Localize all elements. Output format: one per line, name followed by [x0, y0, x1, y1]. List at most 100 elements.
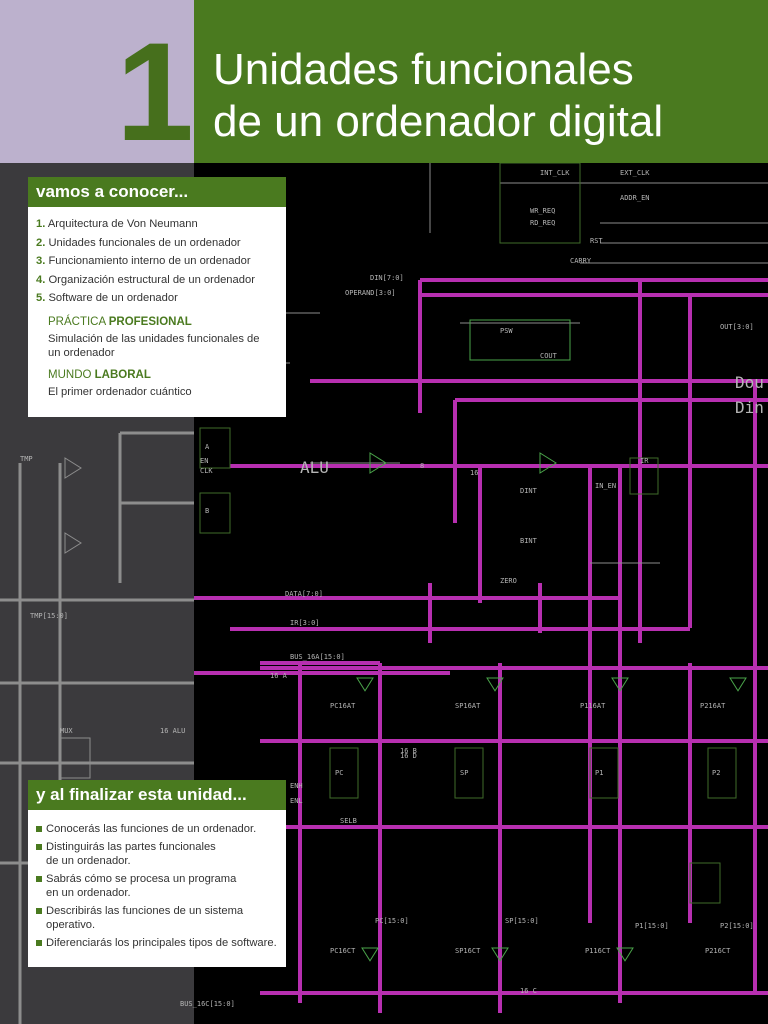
objectives-panel: vamos a conocer... 1. Arquitectura de Vo…	[28, 177, 286, 417]
circuit-label: Din	[735, 398, 764, 417]
buffer-gate-icon	[356, 677, 374, 692]
circuit-label: 16 A	[270, 672, 288, 680]
circuit-label: B	[205, 507, 209, 515]
circuit-label: TMP	[20, 455, 33, 463]
circuit-label: RD_REQ	[530, 219, 555, 227]
chapter-title-line-1: Unidades funcionales	[213, 45, 634, 94]
buffer-gate-icon	[361, 947, 379, 962]
objectives-heading: vamos a conocer...	[28, 177, 286, 207]
circuit-block	[629, 457, 659, 495]
header-band-right	[194, 0, 768, 163]
header-band-left	[0, 0, 194, 163]
circuit-label: PC[15:0]	[375, 917, 409, 925]
circuit-label: SP[15:0]	[505, 917, 539, 925]
circuit-block	[199, 492, 231, 534]
buffer-gate-icon	[611, 677, 629, 692]
work-title: MUNDO LABORAL	[48, 368, 286, 382]
circuit-label: IR[3:0]	[290, 619, 320, 627]
circuit-block	[454, 747, 484, 799]
buffer-gate-icon	[369, 452, 387, 474]
circuit-block	[589, 747, 619, 799]
circuit-label: 16	[470, 469, 478, 477]
circuit-label: BINT	[520, 537, 538, 545]
circuit-label: PSW	[500, 327, 513, 335]
circuit-label: P216AT	[700, 702, 726, 710]
item-number: 3.	[36, 255, 46, 267]
circuit-block	[707, 747, 737, 799]
circuit-label: DATA[7:0]	[285, 590, 323, 598]
circuit-block	[689, 862, 721, 904]
practice-prefix: PRÁCTICA	[48, 315, 106, 328]
circuit-label: ZERO	[500, 577, 517, 585]
list-item: 3. Funcionamiento interno de un ordenado…	[36, 252, 286, 271]
item-text: Organización estructural de un ordenador	[48, 273, 255, 286]
circuit-label: P1	[595, 769, 603, 777]
buffer-gate-icon	[64, 457, 82, 479]
circuit-label: 16 D	[400, 752, 417, 760]
circuit-label: EXT_CLK	[620, 169, 650, 177]
chapter-title-line-2: de un ordenador digital	[213, 97, 664, 146]
circuit-block	[499, 163, 581, 244]
bullet-square-icon	[36, 907, 42, 914]
circuit-label: BUS_16A[15:0]	[290, 653, 345, 661]
circuit-label: CARRY	[570, 257, 592, 265]
item-text: Conocerás las funciones de un ordenador.	[46, 823, 257, 835]
list-item: Conocerás las funciones de un ordenador.	[36, 822, 286, 837]
work-text: El primer ordenador cuántico	[48, 385, 192, 398]
circuit-label: P116CT	[585, 947, 611, 955]
item-number: 1.	[36, 218, 46, 230]
circuit-block	[329, 747, 359, 799]
item-text: Funcionamiento interno de un ordenador	[48, 255, 251, 267]
circuit-label: P2[15:0]	[720, 922, 754, 930]
item-number: 4.	[36, 273, 46, 286]
bullet-square-icon	[36, 875, 42, 882]
item-text: Diferenciarás los principales tipos de s…	[46, 936, 277, 949]
circuit-block	[59, 737, 91, 779]
practice-bold: PROFESIONAL	[108, 315, 192, 328]
buffer-gate-icon	[539, 452, 557, 474]
circuit-label: P2	[712, 769, 720, 777]
item-text: Describirás las funciones de un sistema …	[46, 904, 244, 932]
circuit-label: ENL	[290, 797, 303, 805]
buffer-gate-icon	[729, 677, 747, 692]
circuit-label: MUX	[60, 727, 73, 735]
circuit-label: ALU	[300, 458, 329, 477]
circuit-label: DINT	[520, 487, 538, 495]
buffer-gate-icon	[491, 947, 509, 962]
circuit-label: SP16AT	[455, 702, 481, 710]
circuit-label: 8	[420, 462, 424, 470]
item-number: 5.	[36, 292, 46, 304]
circuit-label: COUT	[540, 352, 558, 360]
circuit-label: 16 B	[400, 747, 417, 755]
circuit-label: P116AT	[580, 702, 606, 710]
list-item: 4. Organización estructural de un ordena…	[36, 271, 286, 290]
circuit-label: P1[15:0]	[635, 922, 669, 930]
circuit-label: WR_REQ	[530, 207, 555, 215]
circuit-label: ADDR_EN	[620, 194, 650, 202]
circuit-label: Dou	[735, 373, 764, 392]
circuit-label: EN	[200, 457, 208, 465]
circuit-label: A	[205, 443, 210, 451]
circuit-label: BUS_16C[15:0]	[180, 1000, 235, 1008]
circuit-label: P216CT	[705, 947, 731, 955]
item-number: 2.	[36, 236, 46, 249]
chapter-number: 1	[116, 13, 194, 170]
circuit-label: PC16CT	[330, 947, 356, 955]
list-item: Describirás las funciones de un sistema …	[36, 904, 286, 933]
bullet-square-icon	[36, 843, 42, 850]
buffer-gate-icon	[64, 532, 82, 554]
bullet-square-icon	[36, 939, 42, 946]
circuit-label: 16 ALU	[160, 727, 185, 735]
item-text: Sabrás cómo se procesa un programa en un…	[46, 872, 237, 900]
circuit-label: CLK	[200, 467, 213, 475]
circuit-block	[469, 319, 571, 361]
item-text: Unidades funcionales de un ordenador	[48, 236, 241, 249]
circuit-label: ENH	[290, 782, 303, 790]
buffer-gate-icon	[616, 947, 634, 962]
list-item: Distinguirás las partes funcionales de u…	[36, 840, 286, 869]
circuit-label: TMP[15:0]	[30, 612, 68, 620]
circuit-label: PC16AT	[330, 702, 356, 710]
practice-text: Simulación de las unidades funcionales d…	[48, 332, 260, 360]
list-item: 1. Arquitectura de Von Neumann	[36, 215, 286, 234]
